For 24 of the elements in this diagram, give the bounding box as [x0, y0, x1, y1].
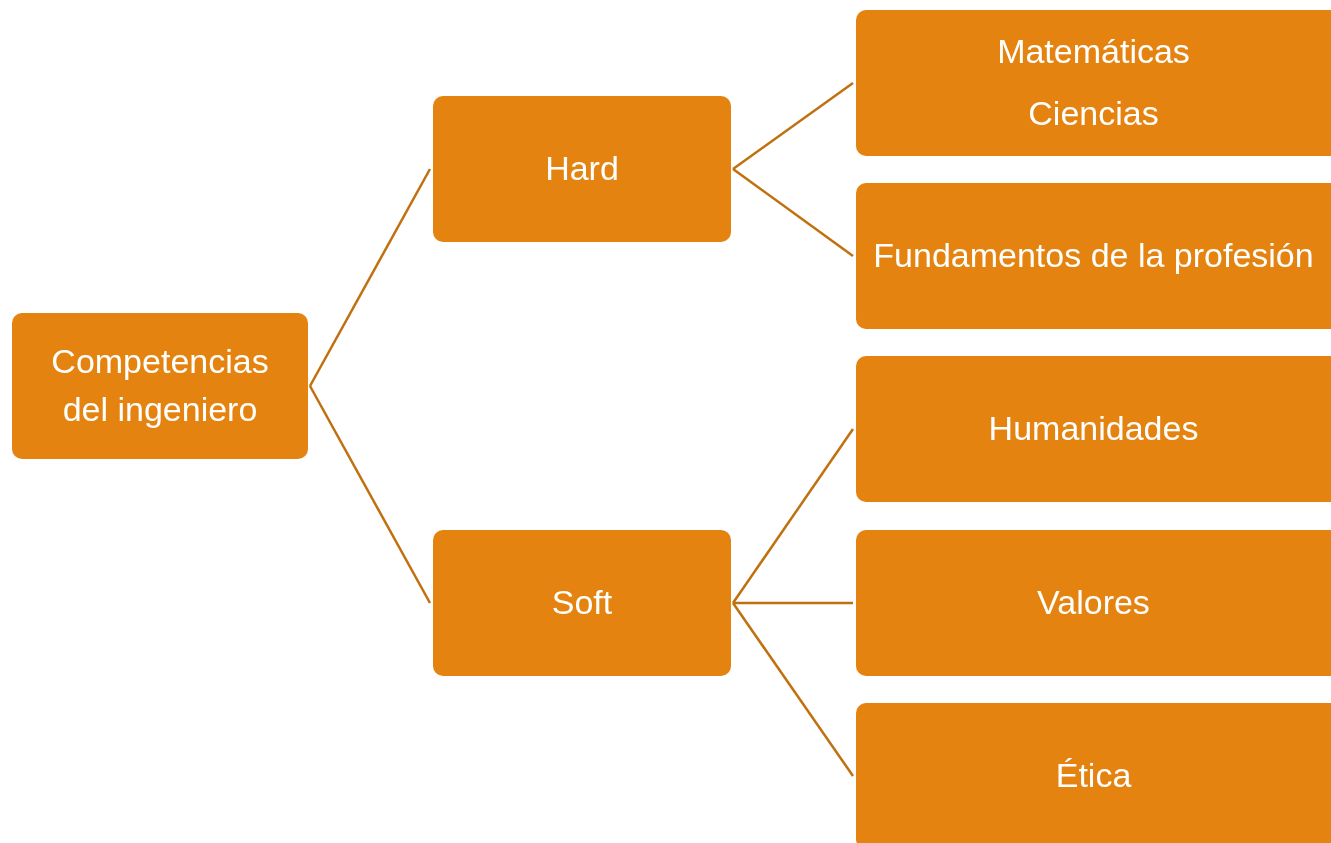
connector-line	[731, 428, 855, 604]
process-box	[433, 96, 731, 242]
process-box	[856, 183, 1331, 329]
connector-line	[732, 168, 854, 257]
process-box	[433, 530, 731, 676]
box-label: Soft	[551, 582, 613, 624]
process-box	[856, 703, 1331, 843]
connector-line	[731, 602, 855, 777]
connector-line	[308, 168, 432, 387]
process-box	[12, 313, 308, 459]
box-label: Ética	[1055, 755, 1132, 797]
box-label: Competencias del ingeniero	[50, 341, 270, 430]
connector-line	[308, 385, 432, 604]
box-label: Fundamentos de la profesión	[873, 235, 1314, 277]
process-box	[856, 530, 1331, 676]
connector-line	[732, 82, 854, 170]
box-label: Humanidades	[988, 408, 1199, 450]
box-label: Ciencias	[1028, 93, 1159, 134]
process-box	[856, 10, 1331, 156]
box-label: Hard	[545, 148, 619, 190]
box-label: Valores	[1037, 582, 1150, 624]
box-label: Matemáticas	[997, 31, 1190, 73]
process-box	[856, 356, 1331, 502]
connector-line	[733, 601, 853, 605]
